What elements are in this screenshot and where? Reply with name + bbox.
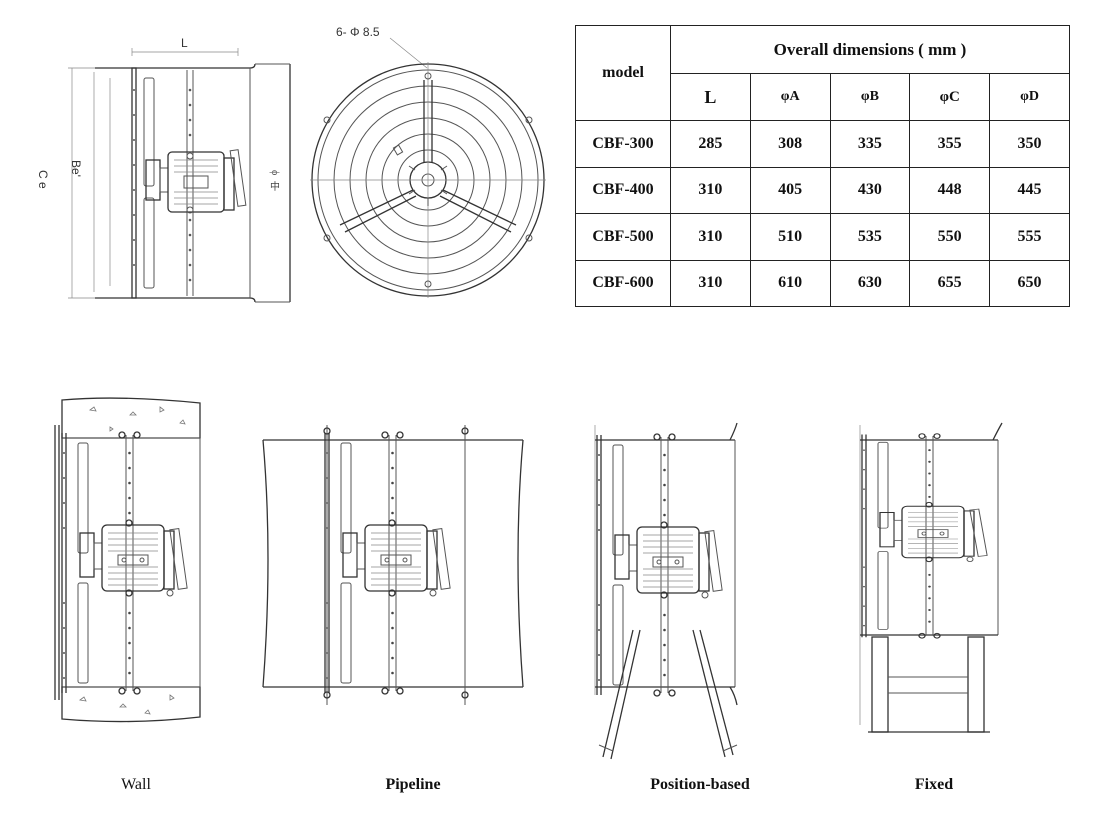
value-cell: 355 [909,120,991,168]
table-row: CBF-600 310 610 630 655 650 [575,259,1070,307]
value-cell: 555 [989,213,1070,261]
model-cell: CBF-500 [575,213,671,261]
svg-text:中: 中 [270,180,280,193]
side-elevation-drawing: ϕ 中 [68,48,291,303]
value-cell: 308 [749,120,831,168]
column-header-l: L [670,73,751,121]
value-cell: 285 [670,120,751,168]
value-cell: 610 [749,259,831,307]
value-cell: 350 [989,120,1070,168]
front-view-drawing [310,37,546,298]
fixed-mount-drawing [859,422,1003,733]
header-overall-dimensions: Overall dimensions ( mm ) [670,25,1070,74]
column-header-b: φB [829,73,911,121]
value-cell: 310 [670,166,751,214]
position-based-drawing [594,422,738,760]
value-cell: 448 [909,166,991,214]
dimension-label-length: L [181,36,188,50]
value-cell: 510 [749,213,831,261]
model-cell: CBF-300 [575,120,671,168]
value-cell: 310 [670,259,751,307]
header-model: model [575,25,671,121]
column-header-a: φA [749,73,831,121]
dimensions-table: model Overall dimensions ( mm ) L φA φB … [575,25,1070,307]
caption-position-based: Position-based [650,776,750,793]
value-cell: 310 [670,213,751,261]
value-cell: 405 [749,166,831,214]
column-header-d: φD [989,73,1070,121]
value-cell: 630 [829,259,911,307]
column-header-c: φC [909,73,991,121]
wall-mount-drawing [54,397,201,723]
caption-pipeline: Pipeline [385,776,441,793]
dimension-label-c-e: C e [36,170,50,189]
table-row: CBF-500 310 510 535 550 555 [575,213,1070,261]
pipeline-mount-drawing [262,425,524,705]
value-cell: 430 [829,166,911,214]
dimension-label-b-e: Be' [69,160,83,177]
value-cell: 650 [989,259,1070,307]
model-cell: CBF-400 [575,166,671,214]
value-cell: 335 [829,120,911,168]
value-cell: 535 [829,213,911,261]
value-cell: 655 [909,259,991,307]
hole-spec-label: 6- Φ 8.5 [336,25,380,39]
value-cell: 445 [989,166,1070,214]
caption-fixed: Fixed [914,776,954,793]
svg-text:ϕ: ϕ [269,170,280,175]
caption-wall: Wall [121,776,151,793]
table-row: CBF-300 285 308 335 355 350 [575,120,1070,168]
value-cell: 550 [909,213,991,261]
table-row: CBF-400 310 405 430 448 445 [575,166,1070,214]
model-cell: CBF-600 [575,259,671,307]
